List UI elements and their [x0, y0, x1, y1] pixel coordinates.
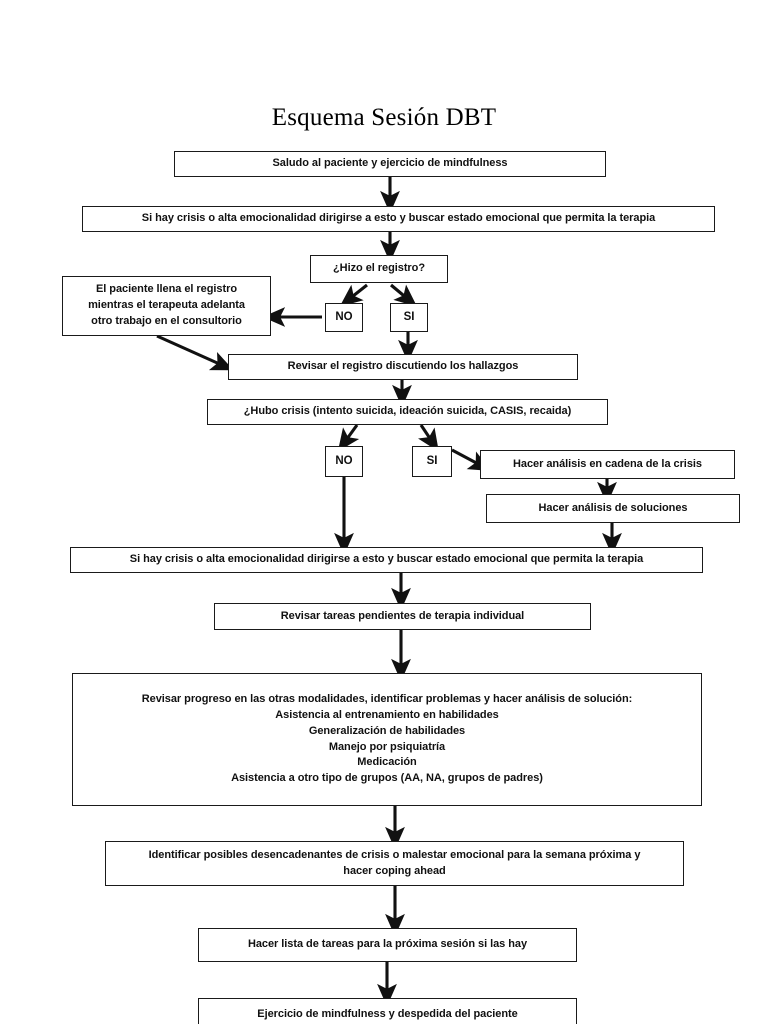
arrow-crisisq-to-si	[418, 424, 439, 452]
node-crisis-check-2[interactable]: Si hay crisis o alta emocionalidad dirig…	[70, 547, 703, 573]
node-crisis-question-label: ¿Hubo crisis (intento suicida, ideación …	[243, 405, 572, 418]
node-review-tasks-label: Revisar tareas pendientes de terapia ind…	[280, 609, 525, 622]
node-review-registry[interactable]: Revisar el registro discutiendo los hall…	[228, 354, 578, 380]
node-patient-fills-registry[interactable]: El paciente llena el registro mientras e…	[62, 276, 271, 336]
page-title: Esquema Sesión DBT	[271, 104, 497, 131]
node-crisis-check-2-label: Si hay crisis o alta emocionalidad dirig…	[129, 553, 644, 566]
node-registry-si-label: SI	[403, 311, 415, 324]
node-crisis-si-label: SI	[426, 455, 438, 468]
node-greeting-label: Saludo al paciente y ejercicio de mindfu…	[272, 157, 508, 170]
node-registry-question[interactable]: ¿Hizo el registro?	[310, 255, 448, 283]
node-farewell-label: Ejercicio de mindfulness y despedida del…	[257, 1008, 518, 1021]
node-identify-triggers-line-2: hacer coping ahead	[343, 864, 446, 877]
node-review-progress[interactable]: Revisar progreso en las otras modalidade…	[72, 673, 702, 806]
node-chain-analysis[interactable]: Hacer análisis en cadena de la crisis	[480, 450, 735, 479]
arrow-patient-fills-to-review-registry	[156, 334, 234, 371]
node-identify-triggers-line-1: Identificar posibles desencadenantes de …	[148, 848, 641, 861]
node-identify-triggers[interactable]: Identificar posibles desencadenantes de …	[105, 841, 684, 886]
node-chain-analysis-label: Hacer análisis en cadena de la crisis	[513, 457, 702, 470]
node-review-progress-line-3: Generalización de habilidades	[308, 724, 466, 737]
arrow-crisisq-to-no	[337, 424, 360, 452]
node-review-registry-label: Revisar el registro discutiendo los hall…	[287, 360, 519, 373]
node-solution-analysis[interactable]: Hacer análisis de soluciones	[486, 494, 740, 523]
arrow-si-to-chain-analysis	[451, 448, 492, 471]
node-patient-fills-line-2: mientras el terapeuta adelanta	[88, 299, 245, 312]
node-review-progress-line-6: Asistencia a otro tipo de grupos (AA, NA…	[231, 772, 543, 785]
node-crisis-si[interactable]: SI	[412, 446, 452, 477]
node-crisis-check-1-label: Si hay crisis o alta emocionalidad dirig…	[141, 212, 656, 225]
node-registry-no[interactable]: NO	[325, 303, 363, 332]
node-task-list[interactable]: Hacer lista de tareas para la próxima se…	[198, 928, 577, 962]
node-crisis-no-label: NO	[335, 455, 353, 468]
node-greeting[interactable]: Saludo al paciente y ejercicio de mindfu…	[174, 151, 606, 177]
node-review-tasks[interactable]: Revisar tareas pendientes de terapia ind…	[214, 603, 591, 630]
node-registry-no-label: NO	[335, 311, 353, 324]
node-farewell[interactable]: Ejercicio de mindfulness y despedida del…	[198, 998, 577, 1024]
node-task-list-label: Hacer lista de tareas para la próxima se…	[247, 938, 528, 951]
arrow-registryq-to-no	[339, 283, 368, 307]
node-crisis-no[interactable]: NO	[325, 446, 363, 477]
node-registry-question-label: ¿Hizo el registro?	[333, 262, 425, 275]
node-review-progress-line-1: Revisar progreso en las otras modalidade…	[141, 692, 633, 705]
node-review-progress-line-5: Medicación	[357, 756, 417, 769]
node-patient-fills-line-1: El paciente llena el registro	[96, 283, 237, 296]
node-registry-si[interactable]: SI	[390, 303, 428, 332]
node-crisis-check-1[interactable]: Si hay crisis o alta emocionalidad dirig…	[82, 206, 715, 232]
node-solution-analysis-label: Hacer análisis de soluciones	[538, 501, 688, 514]
arrow-registryq-to-si	[390, 283, 418, 307]
node-crisis-question[interactable]: ¿Hubo crisis (intento suicida, ideación …	[207, 399, 608, 425]
node-review-progress-line-2: Asistencia al entrenamiento en habilidad…	[275, 708, 499, 721]
node-patient-fills-line-3: otro trabajo en el consultorio	[91, 314, 242, 327]
node-review-progress-line-4: Manejo por psiquiatría	[328, 740, 446, 753]
